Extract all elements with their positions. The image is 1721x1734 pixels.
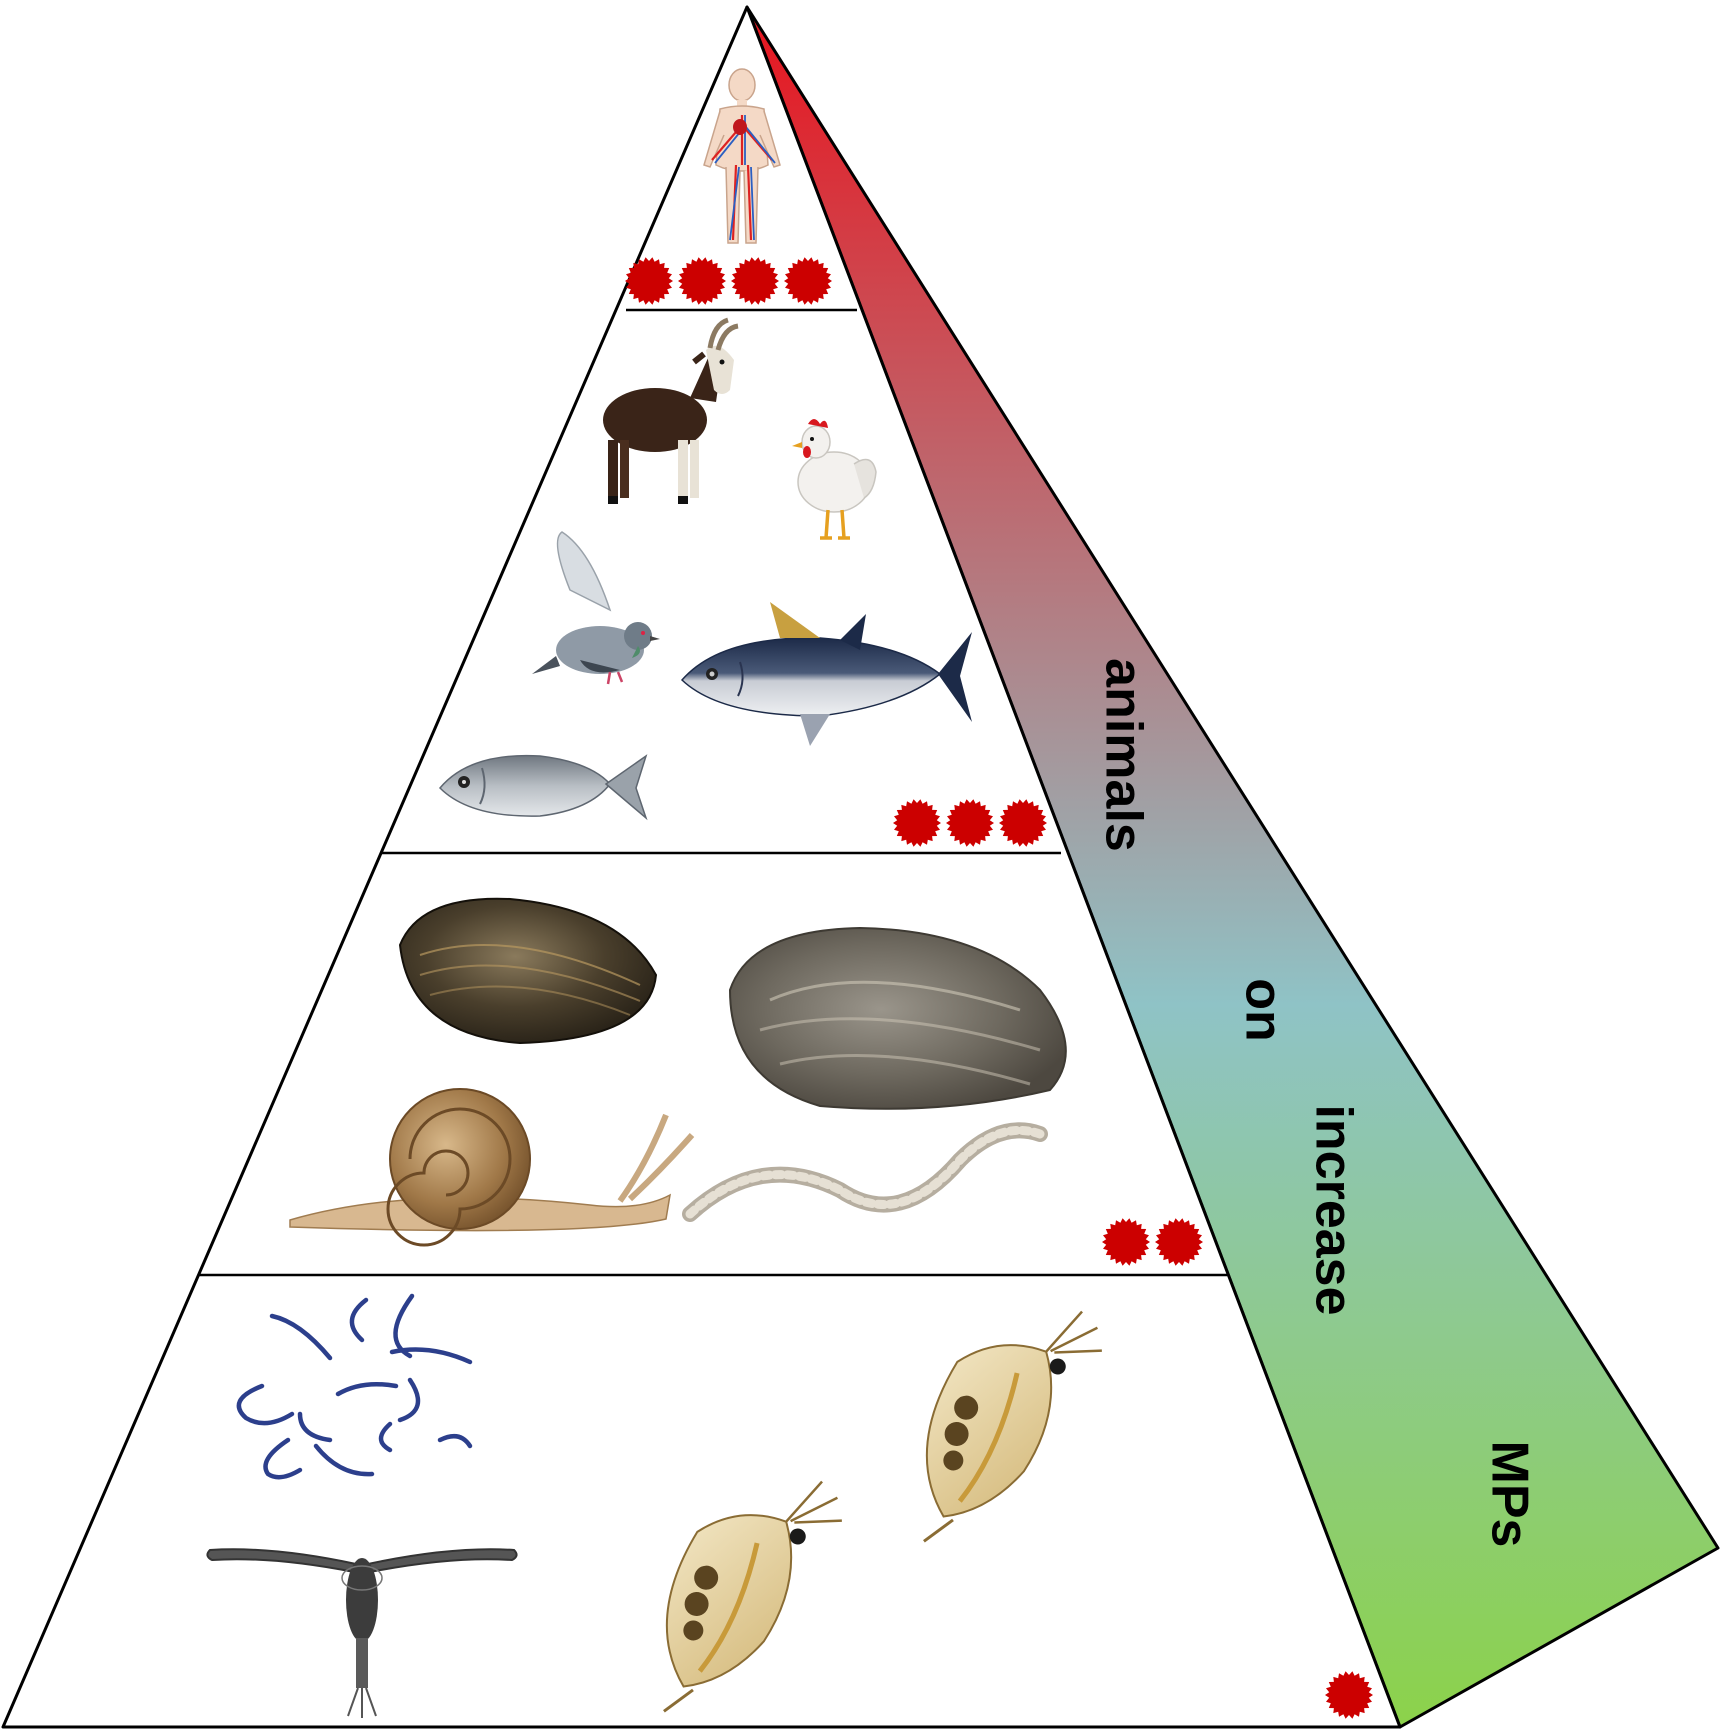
gradient-word-mps: MPs xyxy=(1480,1441,1538,1548)
mp-particle-marker xyxy=(999,799,1047,847)
goat-icon xyxy=(603,317,739,504)
daphnia-icon xyxy=(663,1480,842,1713)
mp-particle-marker xyxy=(625,257,673,305)
daphnia-icon xyxy=(923,1310,1102,1543)
mp-particle-markers xyxy=(625,257,1373,1719)
mussel-icon xyxy=(398,897,658,1045)
mp-particle-marker xyxy=(946,799,994,847)
oyster-icon xyxy=(728,926,1067,1110)
pyramid-outline xyxy=(1,5,1402,1729)
mp-particle-marker xyxy=(784,257,832,305)
mp-particle-marker xyxy=(678,257,726,305)
mp-particle-marker xyxy=(1155,1218,1203,1266)
gradient-word-on: on xyxy=(1234,978,1292,1042)
human-circulatory-icon xyxy=(703,68,781,244)
snail-icon xyxy=(289,1088,695,1247)
copepod-icon xyxy=(206,1548,518,1718)
earthworm-icon xyxy=(682,1122,1048,1222)
gradient-word-animals: animals xyxy=(1094,658,1152,852)
mp-particle-marker xyxy=(1102,1218,1150,1266)
mp-particle-marker xyxy=(893,799,941,847)
sea-bream-icon xyxy=(438,754,648,821)
pigeon-icon xyxy=(532,531,660,685)
mp-particle-marker xyxy=(731,257,779,305)
gradient-word-increase: increase xyxy=(1304,1104,1362,1315)
mp-particle-marker xyxy=(1325,1671,1373,1719)
chicken-icon xyxy=(792,419,877,540)
gradient-label: MPs increase on animals xyxy=(1094,658,1538,1547)
nematodes-icon xyxy=(236,1293,473,1480)
tuna-icon xyxy=(680,602,972,746)
